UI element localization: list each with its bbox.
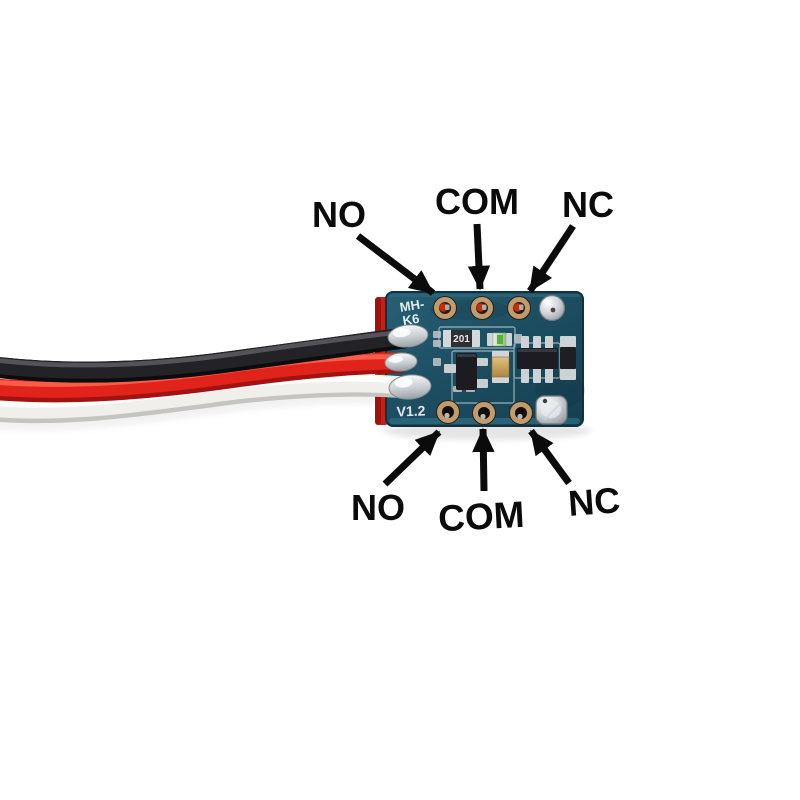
transistor [444,353,488,390]
solder-joint-black [387,324,429,348]
label-bottom-nc: NC [567,479,622,524]
solder-blob-bottom-right [535,395,568,425]
label-top-com: COM [435,181,519,222]
pcb-board: MH- K6 V1.2 [385,291,585,427]
pad-row-top [433,294,566,322]
pad-bottom-no [436,400,460,424]
solder-joint-red [384,352,418,372]
capacitor [491,351,510,383]
black-wire [0,327,415,383]
annotation-arrows [355,223,576,492]
resistor-201: 201 [443,330,480,347]
label-top-no: NO [312,194,366,235]
arrow-bottom-com [472,427,495,492]
silkscreen-model-line2: K6 [402,311,421,328]
wire-lead [0,327,419,424]
pad-bottom-com [472,401,496,425]
silkscreen-model-line1: MH- [399,296,426,315]
resistor-marking: 201 [453,334,470,345]
silkscreen-version: V1.2 [396,402,426,419]
pad-top-no [433,296,457,320]
label-bottom-no: NO [351,487,405,528]
ic-chip [517,336,558,383]
pad-row-bottom [436,395,568,425]
wire-solder-joints [384,324,432,400]
pad-bottom-nc [509,401,533,425]
diode [560,336,576,380]
annotation-labels: NO COM NC NO COM NC [312,181,621,539]
solder-dome-top-right [538,294,566,322]
smd-components: 201 [433,330,576,392]
arrow-top-no [355,233,436,296]
led [487,332,512,347]
pad-top-com [470,296,494,320]
pad-top-nc [507,296,531,320]
arrow-top-nc [527,224,576,293]
arrow-bottom-nc [528,428,572,486]
label-top-nc: NC [562,184,614,225]
label-bottom-com: COM [437,494,525,539]
arrow-top-com [467,223,491,291]
solder-joint-white [388,374,432,400]
arrow-bottom-no [382,429,442,487]
